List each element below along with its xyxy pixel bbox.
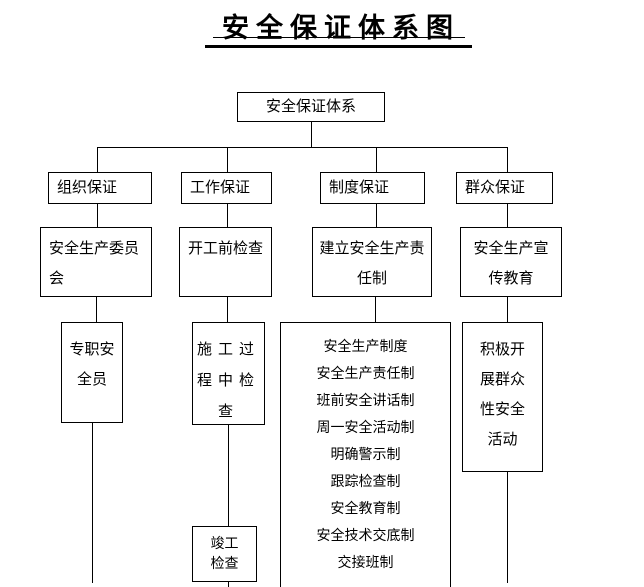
node-line: 建立安全生产责 (319, 241, 425, 257)
node-fulltime-safety-officer: 专职安 全员 (61, 322, 123, 423)
node-completion-check: 竣工 检查 (192, 526, 257, 582)
node-line: 开工前检查 (188, 241, 264, 257)
node-label: 工作保证 (190, 180, 251, 196)
node-mass-safety-activities: 积极开 展群众 性安全 活动 (462, 322, 543, 472)
connector-line (507, 204, 508, 227)
node-line: 全员 (76, 372, 107, 388)
node-line: 会 (49, 271, 65, 287)
connector-line (227, 147, 228, 172)
node-label: 制度保证 (329, 180, 390, 196)
node-line: 性安全 (479, 402, 525, 418)
connector-line (97, 204, 98, 227)
list-item: 安全教育制 (330, 502, 401, 517)
node-line: 施工过 (196, 342, 260, 358)
connector-line (92, 423, 93, 583)
title-underline-thick (205, 45, 472, 48)
node-label: 组织保证 (57, 180, 118, 196)
node-line: 任制 (356, 271, 387, 287)
node-root: 安全保证体系 (237, 92, 385, 122)
node-line: 展群众 (479, 372, 525, 388)
connector-line (96, 297, 97, 322)
connector-line (228, 425, 229, 526)
connector-line (376, 147, 377, 172)
node-header-system: 制度保证 (320, 172, 425, 204)
node-safety-production-committee: 安全生产委员 会 (40, 227, 152, 297)
list-item: 班前安全讲话制 (316, 394, 415, 409)
connector-line (311, 122, 312, 148)
node-construction-process-check: 施工过 程中检 查 (192, 322, 265, 425)
node-label: 安全保证体系 (265, 99, 356, 115)
node-line: 活动 (487, 432, 518, 448)
title-underline-thin (213, 37, 465, 38)
node-pre-construction-check: 开工前检查 (179, 227, 272, 297)
node-header-organization: 组织保证 (48, 172, 152, 204)
connector-line (507, 297, 508, 322)
connector-line (227, 297, 228, 322)
list-item: 跟踪检查制 (330, 475, 401, 490)
node-line: 传教育 (488, 271, 534, 287)
list-item: 安全生产责任制 (316, 367, 415, 382)
node-line: 查 (217, 404, 239, 420)
connector-line (507, 472, 508, 583)
list-item: 明确警示制 (330, 448, 401, 463)
connector-line (227, 204, 228, 227)
list-item: 安全生产制度 (323, 340, 408, 355)
node-line: 安全生产委员 (49, 241, 140, 257)
connector-line (97, 147, 98, 172)
node-line: 积极开 (479, 342, 525, 358)
node-line: 检查 (210, 557, 239, 572)
connector-line (375, 297, 376, 322)
list-item: 交接班制 (337, 556, 394, 571)
connector-line (376, 204, 377, 227)
node-header-work: 工作保证 (181, 172, 272, 204)
node-line: 安全生产宣 (473, 241, 549, 257)
node-system-list: 安全生产制度 安全生产责任制 班前安全讲话制 周一安全活动制 明确警示制 跟踪检… (280, 322, 451, 587)
node-label: 群众保证 (465, 180, 526, 196)
node-line: 专职安 (69, 342, 115, 358)
list-item: 安全技术交底制 (316, 529, 415, 544)
node-establish-responsibility-system: 建立安全生产责 任制 (312, 227, 432, 297)
connector-line (507, 147, 508, 172)
diagram-title: 安全保证体系图 (222, 13, 460, 43)
connector-line (97, 147, 508, 148)
list-item: 周一安全活动制 (316, 421, 415, 436)
node-line: 竣工 (210, 537, 239, 552)
node-line: 程中检 (196, 373, 260, 389)
node-safety-propaganda-education: 安全生产宣 传教育 (460, 227, 562, 297)
connector-line (228, 582, 229, 587)
node-header-mass: 群众保证 (456, 172, 553, 204)
